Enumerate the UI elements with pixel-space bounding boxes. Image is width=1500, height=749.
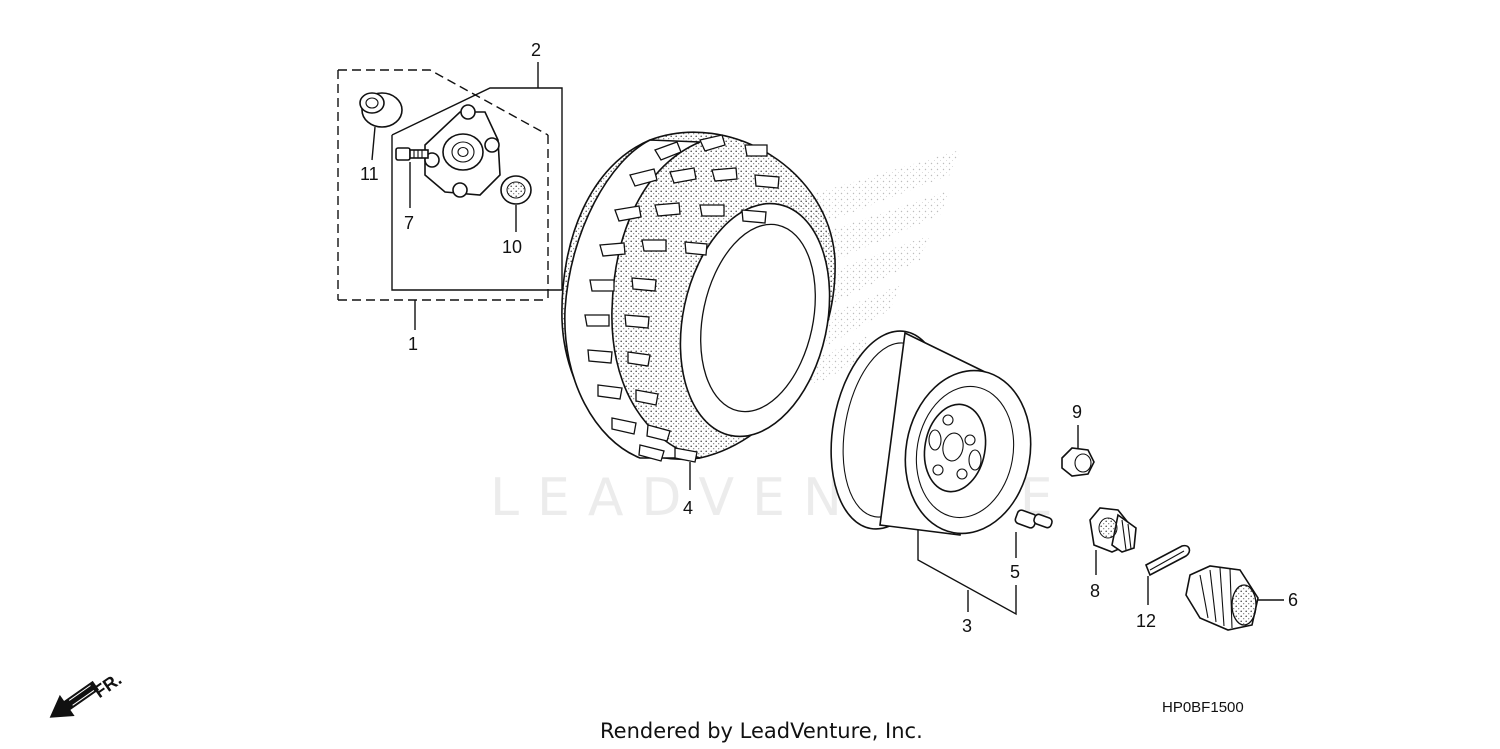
- assembly-1-frame-top: [338, 69, 549, 136]
- callout-3: 3: [962, 616, 972, 636]
- hub-2: [424, 104, 501, 198]
- leader-3: [917, 530, 1017, 616]
- footer-credit: Rendered by LeadVenture, Inc.: [600, 719, 923, 743]
- castle-nut-8: [1089, 507, 1137, 553]
- valve-5: [1014, 509, 1053, 529]
- leader-11: [371, 126, 376, 161]
- callout-10: 10: [502, 237, 522, 257]
- wheel-rim-3: [830, 330, 1032, 536]
- callout-8: 8: [1090, 581, 1100, 601]
- callout-5: 5: [1010, 562, 1020, 582]
- callout-6: 6: [1288, 590, 1298, 610]
- oil-seal-10: [500, 175, 532, 205]
- callout-12: 12: [1136, 611, 1156, 631]
- tire-4: [561, 131, 836, 463]
- front-direction-arrow-icon: [49, 680, 100, 718]
- assembly-2-frame: [391, 87, 563, 291]
- callout-2: 2: [531, 40, 541, 60]
- diagram-code: HP0BF1500: [1162, 699, 1244, 716]
- lug-nut-9: [1061, 447, 1095, 477]
- callout-7: 7: [404, 213, 414, 233]
- cap-6: [1185, 565, 1259, 631]
- front-direction-label: FR.: [90, 669, 125, 702]
- callout-11: 11: [360, 164, 379, 184]
- hub-assembly-group: 1 2 7 10 11: [337, 40, 563, 354]
- callout-4: 4: [683, 498, 693, 518]
- callout-9: 9: [1072, 402, 1082, 422]
- callout-1: 1: [408, 334, 418, 354]
- cotter-pin-12: [1144, 544, 1191, 577]
- bolt-7: [395, 147, 429, 161]
- collar-11: [359, 92, 403, 128]
